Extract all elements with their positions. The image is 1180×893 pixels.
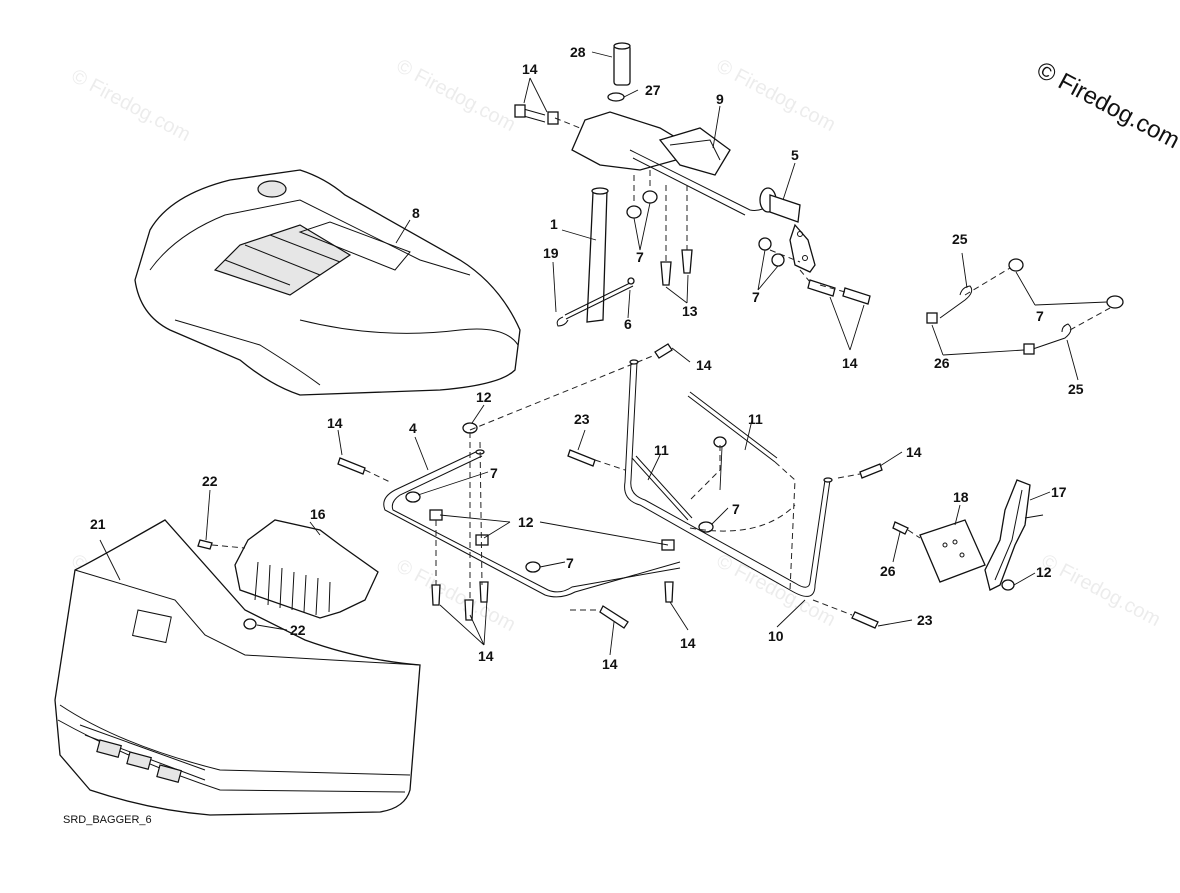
callout-25-top: 25 <box>952 231 968 247</box>
callout-12-mid: 12 <box>518 514 534 530</box>
callout-labels: 28 27 14 9 5 8 1 19 6 7 13 7 14 25 7 26 … <box>90 44 1084 672</box>
callout-14-top: 14 <box>522 61 538 77</box>
callout-23-bottom: 23 <box>917 612 933 628</box>
callout-14-bottom-left: 14 <box>478 648 494 664</box>
callout-26-bottom: 26 <box>880 563 896 579</box>
part-5-handle-assembly <box>571 111 816 273</box>
right-hardware-group <box>926 258 1124 355</box>
callout-22-bottom: 22 <box>290 622 306 638</box>
callout-5: 5 <box>791 147 799 163</box>
part-28-pin <box>613 42 631 86</box>
callout-16: 16 <box>310 506 326 522</box>
hardware-top <box>514 104 871 305</box>
part-11-rods <box>631 391 778 533</box>
callout-6: 6 <box>624 316 632 332</box>
diagram-code: SRD_BAGGER_6 <box>63 814 152 826</box>
part-27-washer <box>607 92 625 102</box>
callout-7-top: 7 <box>636 249 644 265</box>
callout-13: 13 <box>682 303 698 319</box>
callout-7-frame: 7 <box>732 501 740 517</box>
watermark: © Firedog.com <box>393 55 519 136</box>
part-8-bagger-lid <box>134 169 521 396</box>
watermark: © Firedog.com <box>393 555 519 636</box>
part-16-deflector-plate <box>234 519 379 619</box>
callout-14-far: 14 <box>906 444 922 460</box>
callout-12-right: 12 <box>1036 564 1052 580</box>
callout-19: 19 <box>543 245 559 261</box>
watermark: © Firedog.com <box>713 55 839 136</box>
callout-25-bottom: 25 <box>1068 381 1084 397</box>
callout-12-top: 12 <box>476 389 492 405</box>
callout-14-bottom-mid: 14 <box>602 656 618 672</box>
callout-4: 4 <box>409 420 417 436</box>
corner-watermark: © Firedog.com <box>1032 56 1180 154</box>
callout-26-top: 26 <box>934 355 950 371</box>
callout-10: 10 <box>768 628 784 644</box>
callout-14-left: 14 <box>327 415 343 431</box>
part-6-clevis-pin <box>564 277 635 320</box>
leader-lines <box>99 51 1108 656</box>
callout-14-mid: 14 <box>696 357 712 373</box>
callout-17: 17 <box>1051 484 1067 500</box>
callout-18: 18 <box>953 489 969 505</box>
part-18-plate <box>892 519 986 583</box>
part-21-bag <box>54 519 421 816</box>
callout-7-bottom: 7 <box>566 555 574 571</box>
callout-21: 21 <box>90 516 106 532</box>
part-1-tube <box>586 187 609 323</box>
callout-7-left: 7 <box>490 465 498 481</box>
part-10-frame <box>624 359 833 597</box>
callout-22-top: 22 <box>202 473 218 489</box>
callout-28: 28 <box>570 44 586 60</box>
callout-7-right: 7 <box>1036 308 1044 324</box>
callout-1: 1 <box>550 216 558 232</box>
callout-14-right: 14 <box>842 355 858 371</box>
callout-7-mid: 7 <box>752 289 760 305</box>
callout-9: 9 <box>716 91 724 107</box>
callout-14-bottom-right: 14 <box>680 635 696 651</box>
callout-23-top: 23 <box>574 411 590 427</box>
callout-11-right: 11 <box>748 411 763 427</box>
callout-27: 27 <box>645 82 661 98</box>
watermark: © Firedog.com <box>713 550 839 631</box>
part-19-hairpin-clip <box>556 316 569 327</box>
callout-11-left: 11 <box>654 442 669 458</box>
watermark: © Firedog.com <box>68 65 194 146</box>
assembly-lines <box>211 354 861 616</box>
callout-8: 8 <box>412 205 420 221</box>
watermark: © Firedog.com <box>1038 550 1164 631</box>
